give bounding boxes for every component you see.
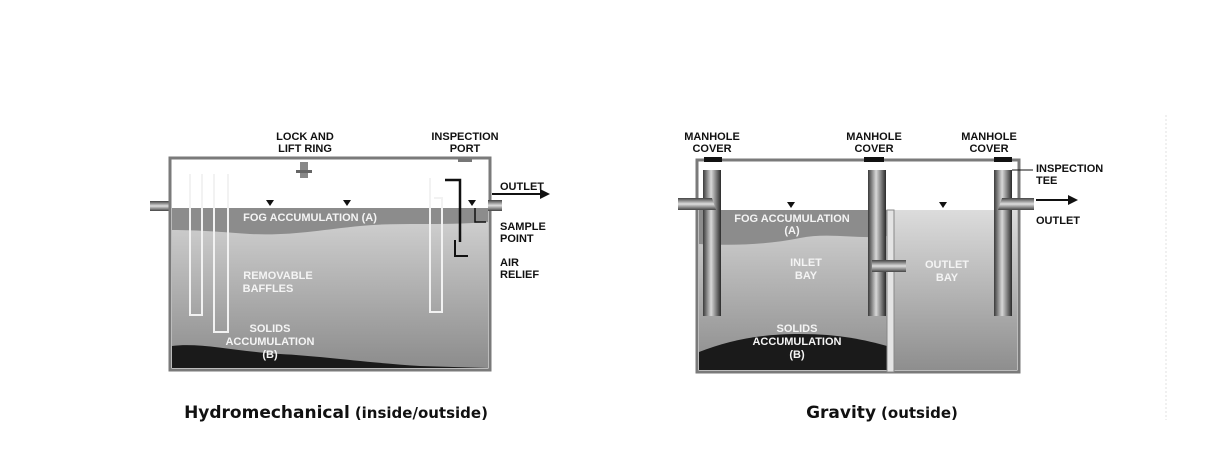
manhole-cover bbox=[704, 157, 722, 162]
manhole-label: MANHOLE bbox=[684, 131, 740, 143]
fog-label: (A) bbox=[784, 225, 800, 237]
inlet-bay-label: BAY bbox=[795, 270, 818, 282]
gravity-caption: Gravity(outside) bbox=[806, 403, 958, 423]
sample-point-label: SAMPLE bbox=[500, 221, 546, 233]
manhole-cover bbox=[994, 157, 1012, 162]
air-relief-label: RELIEF bbox=[500, 269, 539, 281]
outlet-bay-label: BAY bbox=[936, 272, 959, 284]
water-layer bbox=[172, 208, 488, 368]
water-level-marker bbox=[939, 202, 947, 208]
water-level-marker bbox=[468, 200, 476, 206]
hydromechanical-caption: Hydromechanical(inside/outside) bbox=[184, 403, 488, 423]
inspection-port-label: INSPECTION bbox=[431, 131, 498, 143]
solids-label: ACCUMULATION bbox=[752, 336, 841, 348]
lock-ring-label: LIFT RING bbox=[278, 143, 332, 155]
sample-point-leader bbox=[474, 208, 486, 223]
inlet-bay-label: INLET bbox=[790, 257, 822, 269]
baffles-label: BAFFLES bbox=[243, 283, 294, 295]
outlet-pipe-vertical bbox=[994, 170, 1012, 316]
middle-pipe-vertical bbox=[868, 170, 886, 316]
outlet-baffle bbox=[429, 178, 443, 313]
fog-label: FOG ACCUMULATION bbox=[734, 213, 850, 225]
solids-label: (B) bbox=[789, 349, 805, 361]
manhole-label: MANHOLE bbox=[961, 131, 1017, 143]
solids-label: SOLIDS bbox=[250, 323, 291, 335]
air-relief-label: AIR bbox=[500, 257, 519, 269]
solids-label: SOLIDS bbox=[777, 323, 818, 335]
outlet-pipe-horizontal bbox=[998, 198, 1034, 210]
inspection-tee-label: TEE bbox=[1036, 175, 1057, 187]
solids-layer bbox=[172, 345, 488, 368]
baffle-left bbox=[189, 174, 203, 316]
water-level-marker bbox=[266, 200, 274, 206]
hydromechanical-diagram: LOCK AND LIFT RING INSPECTION PORT OUTLE… bbox=[150, 131, 550, 423]
center-wall bbox=[886, 209, 895, 373]
fog-label: FOG ACCUMULATION (A) bbox=[243, 212, 377, 224]
baffles-label: REMOVABLE bbox=[243, 270, 312, 282]
solids-label: ACCUMULATION bbox=[225, 336, 314, 348]
baffle-right bbox=[213, 174, 229, 333]
gravity-diagram: MANHOLE COVER MANHOLE COVER MANHOLE COVE… bbox=[678, 131, 1103, 423]
lock-ring-label: LOCK AND bbox=[276, 131, 334, 143]
water-level-marker bbox=[343, 200, 351, 206]
solids-label: (B) bbox=[262, 349, 278, 361]
fog-layer bbox=[699, 210, 887, 245]
sample-point-pipe bbox=[445, 178, 462, 242]
outlet-bay-label: OUTLET bbox=[925, 259, 969, 271]
water-level-marker bbox=[787, 202, 795, 208]
sample-point-label: POINT bbox=[500, 233, 534, 245]
inspection-port-label: PORT bbox=[450, 143, 481, 155]
outlet-label: OUTLET bbox=[1036, 215, 1080, 227]
air-relief-pipe bbox=[454, 240, 468, 257]
inspection-tee-label: INSPECTION bbox=[1036, 163, 1103, 175]
solids-layer bbox=[699, 334, 887, 370]
inlet-pipe-horizontal bbox=[678, 198, 716, 210]
manhole-label: COVER bbox=[969, 143, 1008, 155]
manhole-label: COVER bbox=[692, 143, 731, 155]
manhole-label: COVER bbox=[854, 143, 893, 155]
outlet-label: OUTLET bbox=[500, 181, 544, 193]
fog-layer bbox=[172, 208, 488, 235]
inspection-port bbox=[458, 158, 472, 162]
outlet-pipe bbox=[488, 200, 502, 211]
inlet-pipe-vertical bbox=[703, 170, 721, 316]
manhole-cover bbox=[864, 157, 884, 162]
inlet-pipe bbox=[150, 201, 172, 211]
transfer-pipe bbox=[872, 260, 906, 272]
manhole-label: MANHOLE bbox=[846, 131, 902, 143]
